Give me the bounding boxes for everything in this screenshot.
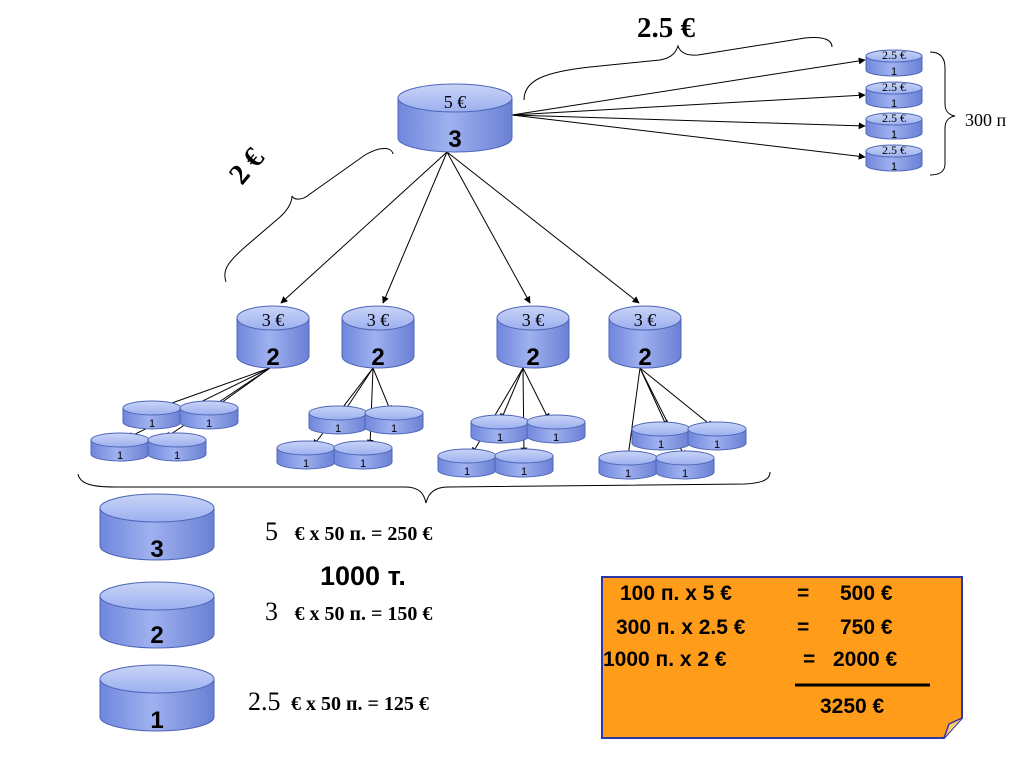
small-disc-8: 1 bbox=[333, 440, 393, 470]
mid-level-3: 2 bbox=[526, 344, 539, 371]
legend-rest-2: € x 50 п. = 150 € bbox=[295, 603, 433, 625]
legend-level-1: 1 bbox=[150, 707, 163, 734]
hub-level: 3 bbox=[448, 126, 461, 153]
leaf-price-4: 2.5 € bbox=[882, 143, 906, 157]
summary-total-2: 750 € bbox=[840, 616, 893, 639]
summary-grand-total: 3250 € bbox=[820, 695, 885, 718]
legend-disc-2: 2 bbox=[99, 581, 215, 649]
small-disc-label-5: 1 bbox=[335, 423, 341, 435]
mid-disc-2: 3 € 2 bbox=[341, 305, 415, 371]
legend-mid-label: 1000 т. bbox=[320, 561, 406, 591]
summary-eq-3: = bbox=[803, 648, 815, 671]
mid-level-4: 2 bbox=[638, 344, 651, 371]
disc-layer: 5 €32.5 €12.5 €12.5 €12.5 €13 €23 €23 €2… bbox=[90, 48, 923, 734]
legend-level-3: 3 bbox=[150, 536, 163, 563]
leaf-level-1: 1 bbox=[891, 66, 897, 78]
right-brace-count: 300 п bbox=[965, 110, 1007, 130]
small-disc-label-16: 1 bbox=[682, 468, 688, 480]
small-disc-label-9: 1 bbox=[497, 432, 503, 444]
summary-note: 100 п. x 5 € = 500 € 300 п. x 2.5 € = 75… bbox=[601, 576, 963, 739]
legend-level-2: 2 bbox=[150, 622, 163, 649]
small-disc-3: 1 bbox=[90, 432, 150, 462]
mid-level-2: 2 bbox=[371, 344, 384, 371]
small-disc-12: 1 bbox=[494, 448, 554, 478]
small-disc-16: 1 bbox=[655, 450, 715, 480]
left-brace bbox=[224, 148, 394, 283]
bottom-brace bbox=[77, 471, 771, 504]
mid-price-2: 3 € bbox=[367, 310, 390, 330]
left-brace-price: 2 € bbox=[223, 142, 271, 191]
mid-disc-1: 3 € 2 bbox=[236, 305, 310, 371]
leaf-price-2: 2.5 € bbox=[882, 80, 906, 94]
small-disc-label-13: 1 bbox=[658, 439, 664, 451]
small-disc-label-7: 1 bbox=[303, 458, 309, 470]
small-disc-14: 1 bbox=[687, 421, 747, 451]
small-disc-label-10: 1 bbox=[553, 432, 559, 444]
legend-price-2: 3 bbox=[265, 597, 278, 626]
leaf-level-3: 1 bbox=[891, 129, 897, 141]
leaf-level-2: 1 bbox=[891, 98, 897, 110]
top-brace-price: 2.5 € bbox=[637, 12, 696, 44]
small-disc-label-11: 1 bbox=[464, 466, 470, 478]
small-disc-label-8: 1 bbox=[360, 458, 366, 470]
leaf-level-4: 1 bbox=[891, 161, 897, 173]
legend-rest-3: € x 50 п. = 250 € bbox=[295, 523, 433, 545]
summary-total-1: 500 € bbox=[840, 582, 893, 605]
small-disc-4: 1 bbox=[147, 432, 207, 462]
mid-disc-3: 3 € 2 bbox=[496, 305, 570, 371]
summary-total-3: 2000 € bbox=[833, 648, 898, 671]
small-disc-9: 1 bbox=[470, 414, 530, 444]
mid-disc-4: 3 € 2 bbox=[608, 305, 682, 371]
small-disc-15: 1 bbox=[598, 450, 658, 480]
small-disc-7: 1 bbox=[276, 440, 336, 470]
leaf-disc-1: 2.5 € 1 bbox=[865, 48, 923, 78]
small-disc-11: 1 bbox=[437, 448, 497, 478]
summary-eq-2: = bbox=[797, 616, 809, 639]
top-brace bbox=[523, 37, 833, 101]
small-disc-13: 1 bbox=[631, 421, 691, 451]
small-disc-6: 1 bbox=[364, 405, 424, 435]
legend-row-2: 3 € x 50 п. = 150 € bbox=[265, 597, 432, 626]
mid-level-1: 2 bbox=[266, 344, 279, 371]
legend-disc-3: 3 bbox=[99, 493, 215, 563]
hub-disc: 5 € 3 bbox=[397, 83, 513, 153]
small-disc-label-14: 1 bbox=[714, 439, 720, 451]
small-disc-label-1: 1 bbox=[149, 418, 155, 430]
small-disc-label-12: 1 bbox=[521, 466, 527, 478]
summary-qty-3: 1000 п. x 2 € bbox=[603, 648, 727, 671]
leaf-disc-3: 2.5 € 1 bbox=[865, 111, 923, 141]
leaf-price-3: 2.5 € bbox=[882, 111, 906, 125]
small-disc-label-3: 1 bbox=[117, 450, 123, 462]
leaf-disc-2: 2.5 € 1 bbox=[865, 80, 923, 110]
small-disc-5: 1 bbox=[308, 405, 368, 435]
legend-price-3: 5 bbox=[265, 517, 278, 546]
legend-disc-1: 1 bbox=[99, 664, 215, 734]
summary-qty-1: 100 п. x 5 € bbox=[620, 582, 732, 605]
small-disc-10: 1 bbox=[526, 414, 586, 444]
legend-row-3: 5 € x 50 п. = 250 € bbox=[265, 517, 432, 546]
small-disc-2: 1 bbox=[179, 400, 239, 430]
leaf-price-1: 2.5 € bbox=[882, 48, 906, 62]
legend-rest-1: € x 50 п. = 125 € bbox=[291, 693, 429, 715]
summary-eq-1: = bbox=[797, 582, 809, 605]
summary-qty-2: 300 п. x 2.5 € bbox=[616, 616, 746, 639]
right-brace bbox=[929, 51, 956, 176]
legend: 5 € x 50 п. = 250 € 1000 т. 3 € x 50 п. … bbox=[248, 517, 432, 716]
mid-price-1: 3 € bbox=[262, 310, 285, 330]
small-disc-label-2: 1 bbox=[206, 418, 212, 430]
mid-price-3: 3 € bbox=[522, 310, 545, 330]
mid-price-4: 3 € bbox=[634, 310, 657, 330]
small-disc-1: 1 bbox=[122, 400, 182, 430]
leaf-disc-4: 2.5 € 1 bbox=[865, 143, 923, 173]
small-disc-label-15: 1 bbox=[625, 468, 631, 480]
hub-price: 5 € bbox=[444, 92, 467, 112]
legend-price-1: 2.5 bbox=[248, 687, 281, 716]
small-disc-label-4: 1 bbox=[174, 450, 180, 462]
legend-row-1: 2.5 € x 50 п. = 125 € bbox=[248, 687, 429, 716]
small-disc-label-6: 1 bbox=[391, 423, 397, 435]
